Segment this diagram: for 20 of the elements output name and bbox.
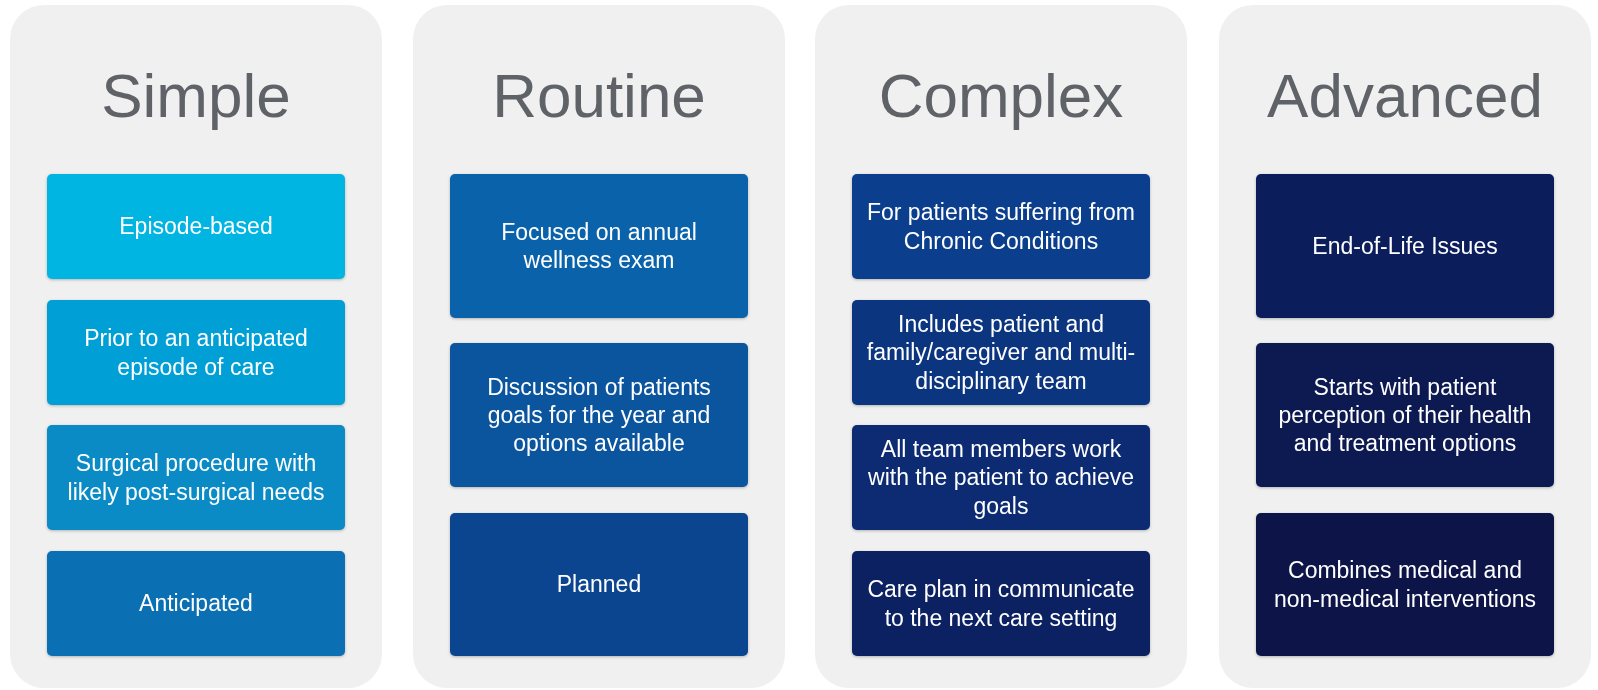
feature-box: Anticipated — [47, 551, 345, 656]
feature-box: For patients suffering from Chronic Conditions — [852, 174, 1150, 279]
feature-box: Combines medical and non-medical interventions — [1256, 513, 1554, 656]
category-panel — [815, 5, 1187, 688]
feature-box: All team members work with the patient to achieve goals — [852, 425, 1150, 530]
feature-box: Includes patient and family/caregiver and multi-disciplinary team — [852, 300, 1150, 405]
feature-box: Discussion of patients goals for the year and options available — [450, 343, 748, 487]
feature-box: End-of-Life Issues — [1256, 174, 1554, 318]
category-panel — [413, 5, 785, 688]
feature-box: Episode-based — [47, 174, 345, 279]
category-panel — [10, 5, 382, 688]
category-heading: Routine — [491, 65, 707, 127]
feature-box: Starts with patient perception of their health and treatment options — [1256, 343, 1554, 487]
feature-box: Care plan in communicate to the next care setting — [852, 551, 1150, 656]
feature-box: Surgical procedure with likely post-surgical needs — [47, 425, 345, 530]
feature-box: Planned — [450, 513, 748, 656]
category-panel — [1219, 5, 1591, 688]
feature-box: Focused on annual wellness exam — [450, 174, 748, 318]
feature-box: Prior to an anticipated episode of care — [47, 300, 345, 405]
category-heading: Advanced — [1266, 65, 1544, 127]
